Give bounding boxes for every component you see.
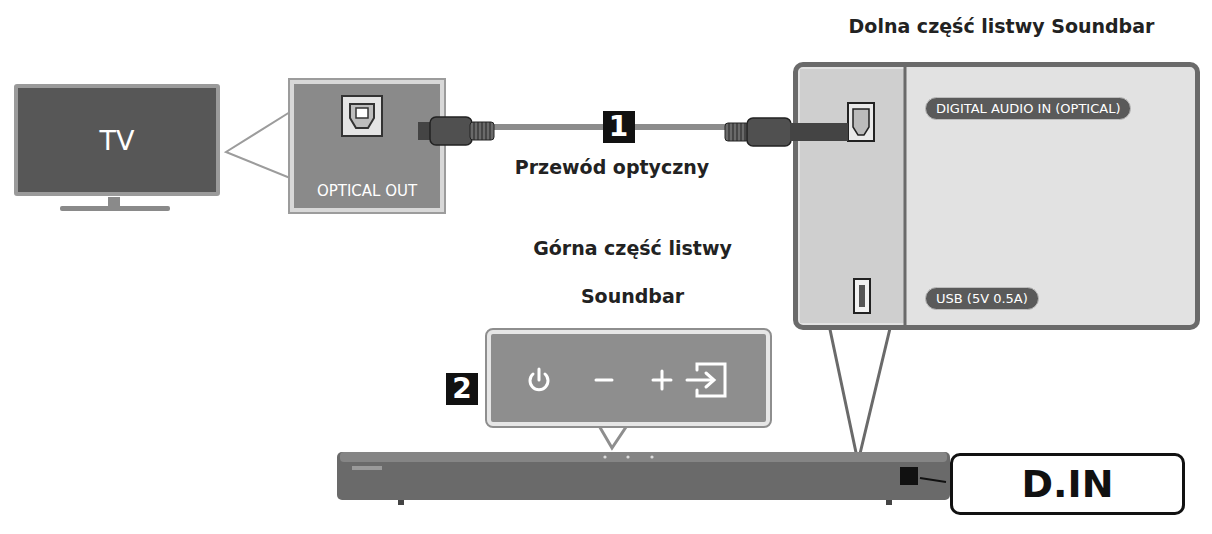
heading: Dolna część listwy Soundbar (798, 15, 1205, 37)
label-text: USB (5V 0.5A) (936, 291, 1028, 306)
panel-strip (800, 69, 904, 323)
button-icons (530, 364, 725, 396)
callout-box: Górna część listwy Soundbar (487, 330, 770, 426)
callout-wedge (226, 112, 290, 178)
callout-pointer (598, 424, 628, 448)
soundbar-top (340, 452, 947, 462)
plug-body (430, 117, 472, 145)
optical-plug (725, 118, 848, 146)
display (900, 467, 918, 485)
callout-box: Dolna część listwy SoundbarDIGITAL AUDIO… (793, 62, 1200, 330)
callout-box: OPTICAL OUT (290, 80, 444, 212)
callout-number: 1 (603, 111, 635, 143)
tv-base (60, 206, 170, 211)
part-drawing (491, 334, 771, 426)
label-text: OPTICAL OUT (294, 182, 440, 200)
optical-port (342, 96, 382, 136)
callout-box: D.IN (950, 453, 1185, 515)
callout-pointer (828, 320, 892, 462)
heading: Górna część listwy Soundbar (508, 224, 758, 320)
usb-port (854, 279, 870, 313)
callout-number: 2 (446, 373, 478, 405)
label-text: TV (100, 125, 135, 156)
optical-port (848, 103, 874, 141)
label-text: DIGITAL AUDIO IN (OPTICAL) (936, 101, 1120, 116)
tv-stand (108, 197, 120, 207)
label-text: D.IN (1022, 462, 1114, 506)
cable-label: Przewód optyczny (515, 156, 709, 178)
label-pill: DIGITAL AUDIO IN (OPTICAL) (925, 97, 1131, 120)
soundbar (337, 452, 950, 500)
callout-box: TV (14, 84, 220, 196)
leader-line (920, 478, 946, 482)
label-pill: USB (5V 0.5A) (925, 287, 1039, 310)
logo (352, 466, 382, 470)
